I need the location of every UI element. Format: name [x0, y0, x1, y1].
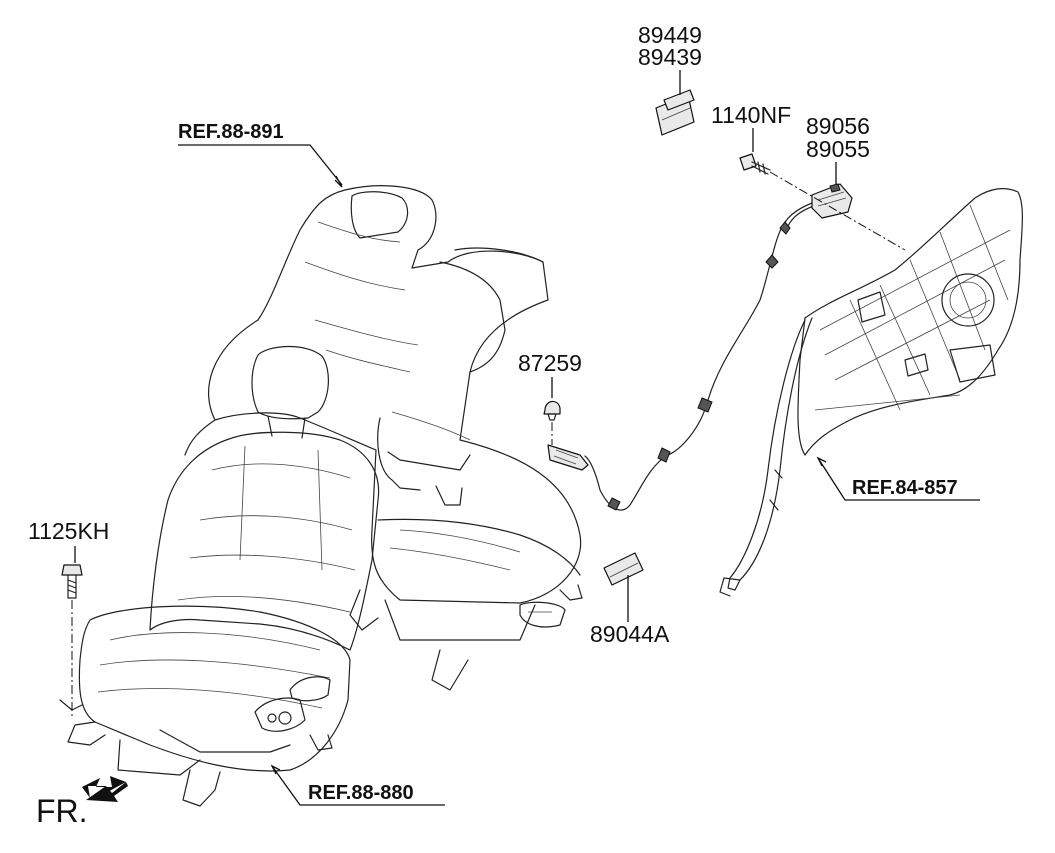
reference-88-891: REF.88-891	[178, 121, 284, 143]
part-number-89044A: 89044A	[590, 621, 670, 647]
part-89044A-module	[603, 552, 644, 586]
part-1125KH-bolt	[61, 564, 83, 599]
front-direction-label: FR.	[36, 793, 88, 829]
part-number-89449: 89449	[638, 22, 702, 48]
part-number-89439: 89439	[638, 44, 702, 70]
part-89056-connector	[811, 183, 853, 219]
front-seat	[59, 345, 380, 807]
part-number-89055: 89055	[806, 136, 870, 162]
part-number-1140NF: 1140NF	[711, 102, 792, 128]
arrow-down-left-icon	[82, 776, 128, 802]
wiring-harness	[584, 197, 829, 511]
reference-88-880: REF.88-880	[308, 782, 414, 804]
part-switch-module	[547, 444, 589, 471]
part-number-1125KH: 1125KH	[28, 518, 110, 544]
quarter-trim-panel	[719, 188, 1023, 597]
part-87259-clip	[543, 400, 561, 421]
leader-lines	[71, 70, 980, 806]
part-number-87259: 87259	[518, 350, 582, 376]
rear-seat	[184, 185, 583, 691]
reference-84-857: REF.84-857	[852, 477, 958, 499]
part-89449-module	[655, 89, 695, 136]
part-number-89056: 89056	[806, 113, 870, 139]
part-1140NF-bolt	[739, 153, 771, 175]
